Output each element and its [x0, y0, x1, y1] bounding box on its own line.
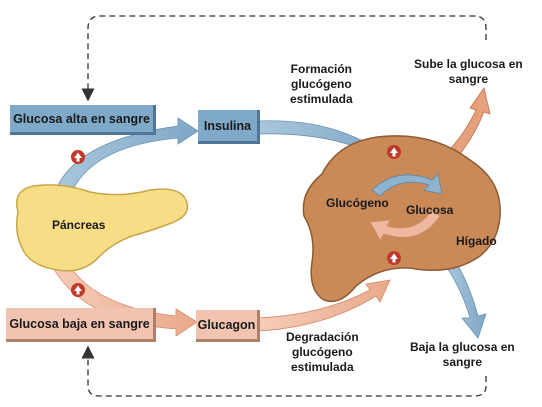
formacion-line-3: estimulada	[290, 92, 353, 107]
pancreas-label: Páncreas	[52, 218, 105, 233]
formacion-line-2: glucógeno	[290, 77, 353, 92]
formacion-line-1: Formación	[290, 62, 353, 77]
box-glucosa-alta: Glucosa alta en sangre	[10, 105, 156, 135]
baja-line-1: Baja la glucosa en	[410, 340, 515, 355]
baja-line-2: sangre	[410, 355, 515, 370]
degradacion-line-2: glucógeno	[286, 345, 359, 360]
up-arrow-icon	[71, 150, 85, 164]
sube-line-1: Sube la glucosa en	[414, 57, 523, 72]
formacion-label: Formación glucógeno estimulada	[290, 62, 353, 107]
up-arrow-icon	[387, 145, 401, 159]
sube-label: Sube la glucosa en sangre	[414, 57, 523, 87]
up-arrow-icon	[71, 283, 85, 297]
arrow-liver-to-baja	[446, 258, 486, 338]
glucogeno-label: Glucógeno	[326, 196, 389, 211]
degradacion-label: Degradación glucógeno estimulada	[286, 330, 359, 375]
box-insulina: Insulina	[198, 110, 260, 144]
up-arrow-icon	[387, 251, 401, 265]
baja-label: Baja la glucosa en sangre	[410, 340, 515, 370]
glucosa-label: Glucosa	[406, 203, 453, 218]
liver-shape	[303, 136, 500, 302]
box-glucagon: Glucagon	[196, 310, 260, 342]
degradacion-line-1: Degradación	[286, 330, 359, 345]
degradacion-line-3: estimulada	[286, 360, 359, 375]
higado-label: Hígado	[456, 234, 497, 249]
sube-line-2: sangre	[414, 72, 523, 87]
box-glucosa-baja: Glucosa baja en sangre	[6, 308, 156, 342]
